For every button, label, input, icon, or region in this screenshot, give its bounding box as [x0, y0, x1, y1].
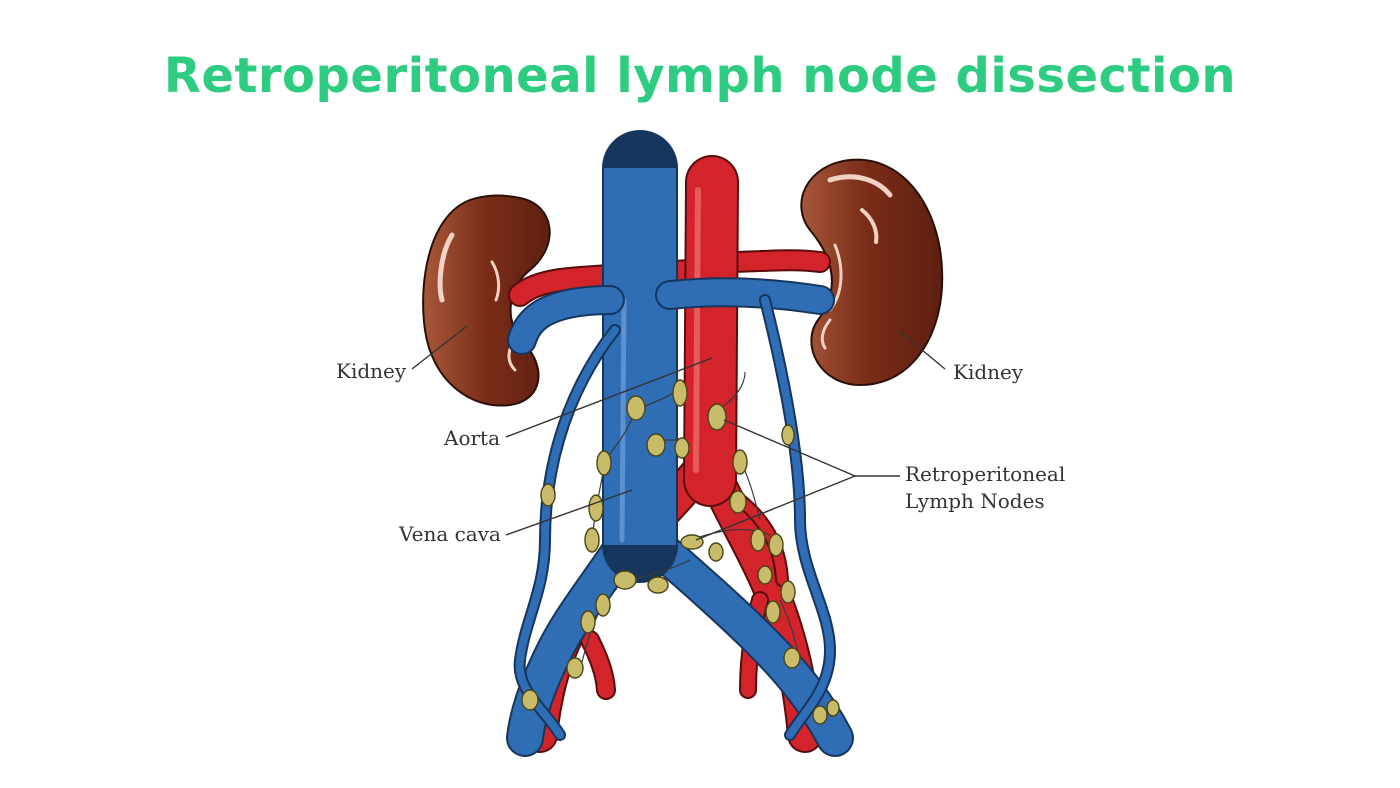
lymph-nodes — [521, 379, 840, 725]
lymph-node — [646, 433, 666, 457]
lymph-node — [781, 424, 795, 446]
lymph-node — [812, 705, 828, 725]
lymph-node — [540, 483, 556, 507]
label-nodes-line1: Retroperitoneal — [905, 462, 1065, 486]
lymph-node — [584, 527, 600, 553]
lymph-node — [521, 689, 539, 711]
lymph-node — [757, 565, 773, 585]
lymph-node — [707, 403, 727, 431]
lymph-node — [674, 437, 690, 459]
lymph-node — [566, 657, 584, 679]
lymph-node — [708, 542, 724, 562]
kidney-right — [800, 158, 944, 387]
lymph-node — [768, 533, 784, 557]
lymph-node — [750, 528, 766, 552]
gonadal-veins — [513, 294, 836, 741]
lymph-node — [613, 570, 637, 590]
label-kidney-left: Kidney — [336, 359, 407, 383]
lymph-node — [680, 534, 704, 550]
lymph-node — [672, 379, 688, 407]
label-vena-cava: Vena cava — [398, 522, 501, 546]
lymph-node — [732, 449, 748, 475]
lymph-node — [595, 593, 611, 617]
lymph-node — [588, 494, 604, 522]
lymph-node — [780, 580, 796, 604]
lymph-node — [626, 395, 646, 421]
label-aorta: Aorta — [443, 426, 500, 450]
lymph-node — [596, 450, 612, 476]
lymph-node — [765, 600, 781, 624]
lymph-node — [826, 699, 840, 717]
lymph-node — [580, 610, 596, 634]
renal-veins — [507, 277, 835, 355]
leader-lines — [411, 325, 946, 541]
lymph-node — [783, 647, 801, 669]
label-kidney-right: Kidney — [953, 360, 1024, 384]
label-nodes-line2: Lymph Nodes — [905, 489, 1045, 513]
page-title: Retroperitoneal lymph node dissection — [163, 48, 1237, 104]
lymph-node — [729, 490, 747, 514]
lymph-node — [647, 576, 669, 594]
